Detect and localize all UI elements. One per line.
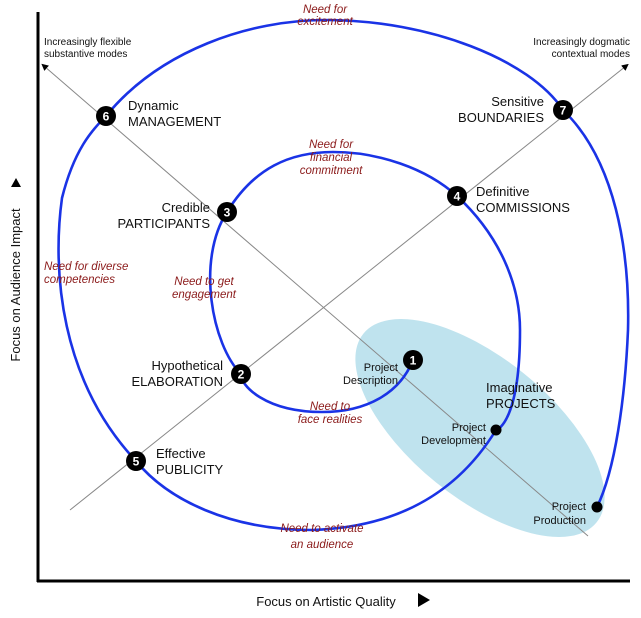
stage-7-number: 7: [560, 104, 567, 118]
stage-4-label-2: COMMISSIONS: [476, 200, 570, 215]
stage-4-number: 4: [454, 190, 461, 204]
stage-1-number: 1: [410, 354, 417, 368]
stage-5-label-1: Effective: [156, 446, 206, 461]
corner-label-top-left-2: substantive modes: [44, 49, 127, 60]
diagonal-contextual-axis: [69, 63, 629, 511]
project-production-label-1: Project: [552, 501, 586, 513]
stage-2-label-1: Hypothetical: [151, 358, 223, 373]
stage-2-label-2: ELABORATION: [131, 374, 223, 389]
diagonal-substantive-axis: [41, 63, 589, 537]
stage-3-label-1: Credible: [162, 200, 210, 215]
need-audience-2: an audience: [291, 539, 354, 551]
y-axis-label: Focus on Audience Impact: [8, 208, 23, 362]
stage-3-marker: [217, 202, 237, 222]
need-engagement-2: engagement: [172, 289, 237, 301]
stage-6-label-1: Dynamic: [128, 98, 179, 113]
need-competencies-1: Need for diverse: [44, 261, 128, 273]
stage-1-label-1: Project: [364, 362, 398, 374]
stage-6-number: 6: [103, 110, 110, 124]
need-financial-2: financial: [310, 152, 353, 164]
stage-4-label-1: Definitive: [476, 184, 529, 199]
stage-2-marker: [231, 364, 251, 384]
need-excitement-1: Need for: [303, 4, 348, 16]
corner-label-top-right-1: Increasingly dogmatic: [533, 37, 630, 48]
stage-6-marker: [96, 106, 116, 126]
y-axis-arrow-icon: [11, 178, 21, 187]
need-competencies-2: competencies: [44, 274, 115, 286]
project-production-dot: [591, 501, 603, 513]
spiral-path: [57, 18, 630, 532]
need-financial-3: commitment: [300, 165, 363, 177]
project-development-label-1: Project: [452, 422, 486, 434]
project-development-dot: [490, 424, 502, 436]
stage-6-label-2: MANAGEMENT: [128, 114, 221, 129]
need-realities-2: face realities: [298, 414, 363, 426]
project-development-label-2: Development: [421, 435, 486, 447]
stage-2-number: 2: [238, 368, 245, 382]
stage-3-number: 3: [224, 206, 231, 220]
imaginative-projects-label-1: Imaginative: [486, 380, 552, 395]
x-axis-arrow-icon: [418, 593, 430, 607]
need-financial-1: Need for: [309, 139, 354, 151]
stage-3-label-2: PARTICIPANTS: [118, 216, 211, 231]
y-axis-title: Focus on Audience Impact: [8, 178, 23, 362]
x-axis-label: Focus on Artistic Quality: [256, 594, 396, 609]
imaginative-projects-label-2: PROJECTS: [486, 396, 556, 411]
need-realities-1: Need to: [310, 401, 351, 413]
stage-7-label-2: BOUNDARIES: [458, 110, 544, 125]
need-audience-1: Need to activate: [280, 523, 363, 535]
stage-7-marker: [553, 100, 573, 120]
corner-label-top-left-1: Increasingly flexible: [44, 37, 132, 48]
project-production-label-2: Production: [533, 515, 586, 527]
stage-4-marker: [447, 186, 467, 206]
stage-7-label-1: Sensitive: [491, 94, 544, 109]
corner-label-top-right-2: contextual modes: [552, 49, 630, 60]
stage-1-label-2: Description: [343, 375, 398, 387]
need-excitement-2: excitement: [297, 16, 353, 28]
need-engagement-1: Need to get: [174, 276, 234, 288]
projects-ellipse: [355, 319, 605, 537]
stage-5-label-2: PUBLICITY: [156, 462, 224, 477]
stage-5-marker: [126, 451, 146, 471]
stage-1-marker: [403, 350, 423, 370]
stage-5-number: 5: [133, 455, 140, 469]
